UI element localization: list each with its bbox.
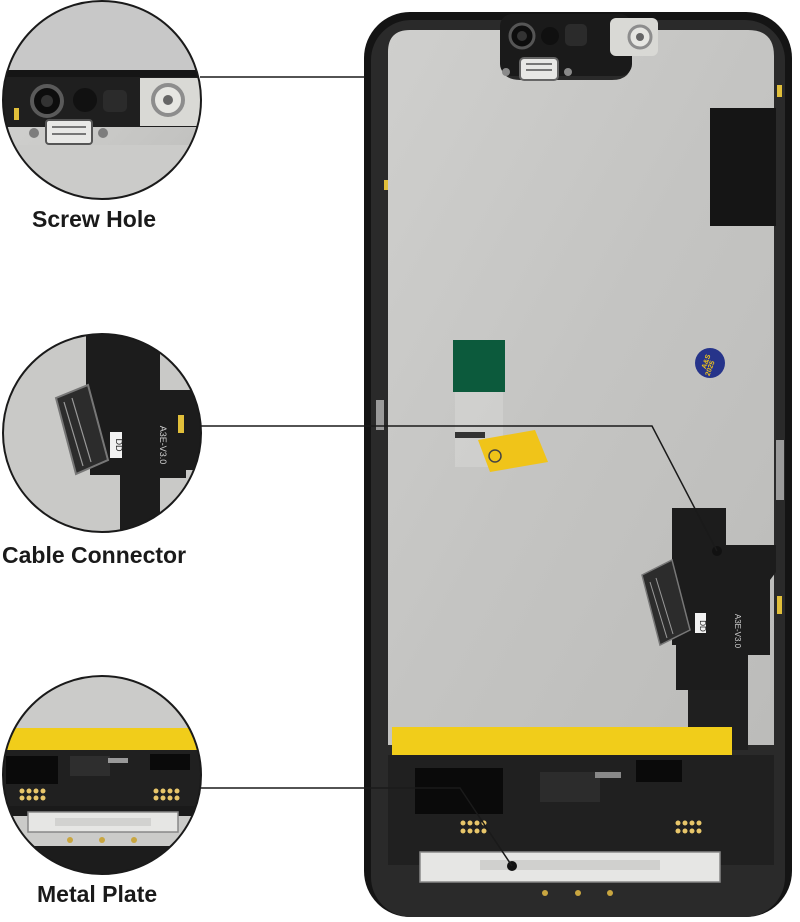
sensor — [541, 27, 559, 45]
phone-screen: A&S 2025 DD A3E-V3.0 — [364, 12, 792, 917]
callout-line-cable — [200, 425, 718, 552]
zoom-circle-screw-hole — [2, 0, 202, 200]
flex-cable — [672, 508, 776, 690]
zoom-circle-cable-connector: DD A3E-V3.0 — [2, 333, 202, 533]
blue-sticker — [695, 348, 725, 378]
zoom-circle-metal-plate — [2, 675, 202, 875]
green-patch — [453, 340, 505, 392]
svg-text:2025: 2025 — [705, 360, 717, 377]
svg-text:A3E-V3.0: A3E-V3.0 — [733, 614, 742, 649]
black-tape — [710, 108, 776, 226]
callout-lines — [200, 76, 718, 867]
callout-label-screw-hole: Screw Hole — [32, 206, 156, 232]
callout-label-cable-connector: Cable Connector — [2, 542, 187, 568]
cable-connector — [641, 558, 691, 647]
yellow-tape — [392, 727, 732, 755]
svg-text:A&S: A&S — [701, 353, 713, 370]
callout-label-metal-plate: Metal Plate — [37, 881, 158, 907]
svg-text:DD: DD — [698, 620, 707, 632]
callout-line-metal — [200, 787, 513, 867]
svg-text:A3E-V3.0: A3E-V3.0 — [158, 426, 168, 465]
svg-text:DD: DD — [114, 439, 124, 452]
